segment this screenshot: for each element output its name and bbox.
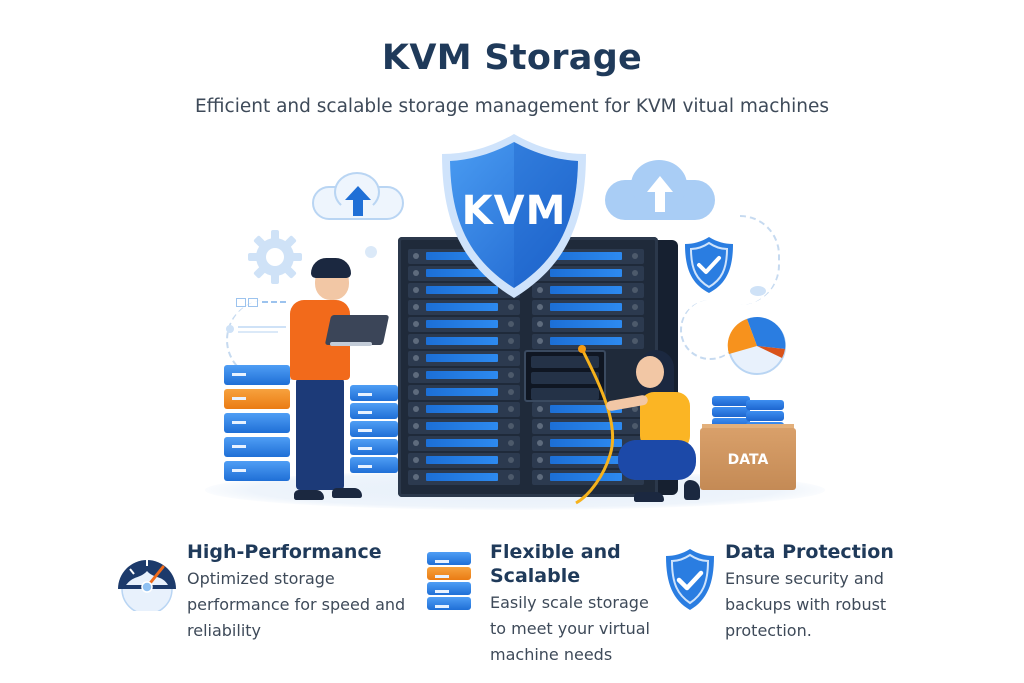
pie-chart-icon <box>727 317 786 375</box>
shield-check-icon <box>666 549 714 610</box>
server-stack-icon <box>427 552 471 614</box>
data-box: DATA <box>700 428 796 490</box>
cloud-upload-icon <box>312 172 404 220</box>
server-stack <box>224 365 290 485</box>
feature-description: Ensure security and backups with robust … <box>725 569 887 640</box>
laptop-base <box>330 342 372 346</box>
feature-description: Optimized storage performance for speed … <box>187 569 406 640</box>
rack-column-right <box>532 249 644 487</box>
cloud-upload-icon <box>605 160 715 220</box>
server-stack <box>350 385 398 485</box>
connector-line <box>680 300 740 360</box>
person-man-hair <box>311 258 351 278</box>
person-woman-pants <box>618 440 696 480</box>
page-subtitle: Efficient and scalable storage managemen… <box>194 96 830 117</box>
feature-high-performance: High-Performance Optimized storage perfo… <box>187 540 417 644</box>
ui-widget-decor <box>236 298 286 307</box>
security-shield-icon <box>685 237 733 293</box>
feature-flexible-scalable: Flexible and Scalable Easily scale stora… <box>490 540 660 668</box>
box-label: DATA <box>727 452 769 468</box>
person-man <box>296 378 344 490</box>
shoe <box>684 480 700 500</box>
laptop-icon <box>324 315 390 345</box>
feature-data-protection: Data Protection Ensure security and back… <box>725 540 915 644</box>
ui-widget-decor <box>226 325 286 337</box>
network-switch-panel <box>524 350 606 402</box>
feature-title: High-Performance <box>187 541 382 563</box>
network-cable <box>575 345 615 505</box>
feature-title: Data Protection <box>725 541 894 563</box>
hero-illustration: KVM DATA <box>205 132 825 510</box>
speedometer-icon <box>118 560 176 611</box>
shoe <box>294 490 324 500</box>
feature-title: Flexible and Scalable <box>490 541 621 587</box>
decor-dot <box>365 246 377 258</box>
gear-icon <box>248 230 302 284</box>
shield-label: KVM <box>461 188 567 234</box>
decor-dot <box>750 286 766 296</box>
shoe <box>332 488 362 498</box>
person-woman-head <box>636 356 664 388</box>
kvm-shield-icon: KVM <box>438 132 590 300</box>
shoe <box>634 492 664 502</box>
page-title: KVM Storage <box>381 38 643 78</box>
feature-description: Easily scale storage to meet your virtua… <box>490 593 650 664</box>
